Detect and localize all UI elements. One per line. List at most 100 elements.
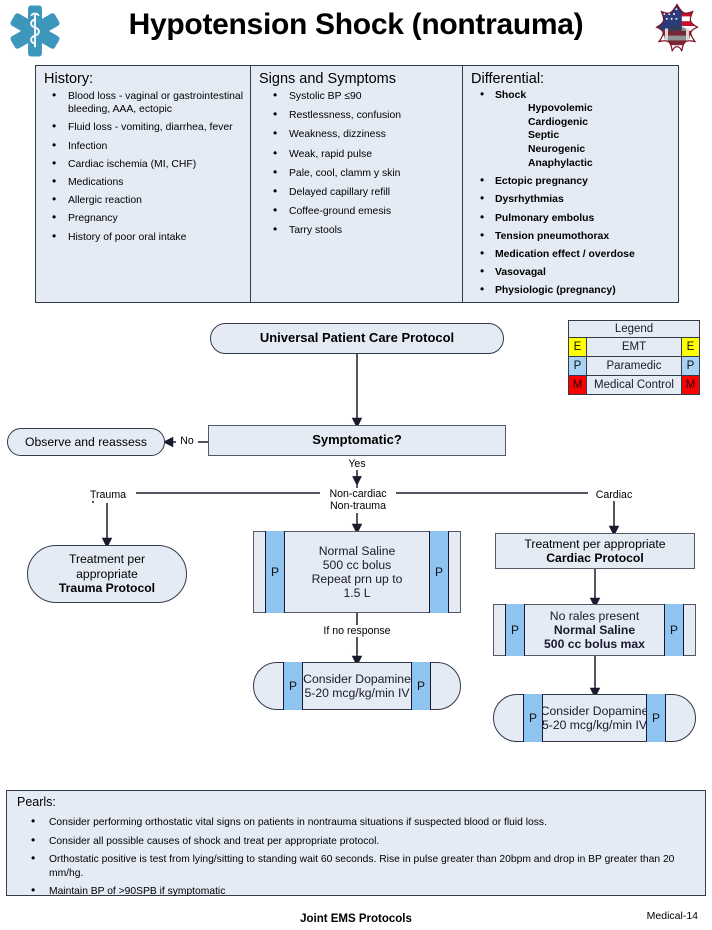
node-observe-and-reassess[interactable]: Observe and reassess — [7, 428, 165, 456]
list-item: Consider performing orthostatic vital si… — [15, 815, 697, 830]
list-item: Pale, cool, clamm y skin — [257, 166, 456, 180]
legend-box: Legend E EMT E P Paramedic P M Medical C… — [568, 320, 700, 395]
list-item: Coffee-ground emesis — [257, 204, 456, 218]
footer-title: Joint EMS Protocols — [300, 913, 412, 925]
list-item: Weak, rapid pulse — [257, 147, 456, 161]
legend-title: Legend — [569, 321, 699, 338]
page-header: Hypotension Shock (nontrauma) — [0, 0, 712, 62]
history-box: History: Blood loss - vaginal or gastroi… — [36, 66, 251, 302]
history-list: Blood loss - vaginal or gastrointestinal… — [42, 89, 244, 244]
clinical-info-panel: History: Blood loss - vaginal or gastroi… — [35, 65, 679, 303]
node-universal-patient-care-protocol[interactable]: Universal Patient Care Protocol — [210, 323, 504, 354]
node-label-line4: 1.5 L — [343, 586, 371, 600]
node-consider-dopamine-right[interactable]: Consider Dopamine 5-20 mcg/kg/min IV P P — [493, 694, 696, 742]
node-trauma-protocol[interactable]: Treatment per appropriate Trauma Protoco… — [27, 545, 187, 603]
paramedic-badge-right: P — [664, 604, 684, 656]
list-item: Orthostatic positive is test from lying/… — [15, 852, 697, 880]
history-heading: History: — [44, 71, 94, 87]
edge-label-if-no-response: If no response — [308, 625, 406, 638]
list-item: Cardiac ischemia (MI, CHF) — [42, 157, 244, 171]
list-item: Anaphylactic — [528, 157, 593, 169]
list-item: Tension pneumothorax — [469, 229, 672, 243]
list-item: Systolic BP ≤90 — [257, 89, 456, 103]
list-item: Neurogenic — [528, 143, 586, 155]
paramedic-badge-right: P — [646, 694, 666, 742]
legend-label-emt: EMT — [586, 338, 682, 356]
node-body: Normal Saline 500 cc bolus Repeat prn up… — [253, 531, 461, 613]
pearls-heading: Pearls: — [17, 795, 56, 809]
list-item: Tarry stools — [257, 223, 456, 237]
list-item: Physiologic (pregnancy) — [469, 283, 672, 297]
list-item: Blood loss - vaginal or gastrointestinal… — [42, 89, 244, 116]
list-item: Pulmonary embolus — [469, 211, 672, 225]
edge-label-line2: Non-trauma — [330, 500, 386, 513]
node-label-line2: appropriate — [76, 566, 138, 581]
node-label: Normal Saline 500 cc bolus Repeat prn up… — [312, 544, 403, 600]
star-of-life-icon — [10, 5, 60, 57]
legend-chip-emt-right: E — [682, 338, 699, 356]
pearls-box: Pearls: Consider performing orthostatic … — [6, 790, 706, 899]
node-label-line2: Cardiac Protocol — [546, 551, 644, 565]
differential-box: Differential: Shock Hypovolemic Cardioge… — [463, 66, 678, 302]
legend-chip-medical-control: M — [569, 376, 586, 394]
legend-chip-paramedic-right: P — [682, 357, 699, 375]
signs-symptoms-heading: Signs and Symptoms — [259, 71, 397, 87]
legend-label-paramedic: Paramedic — [586, 357, 682, 375]
shock-label: Shock — [495, 90, 527, 101]
node-label: Treatment per appropriate Trauma Protoco… — [28, 552, 186, 596]
node-label: No rales present Normal Saline 500 cc bo… — [544, 609, 645, 651]
list-item: Hypovolemic — [528, 103, 593, 115]
node-label: Consider Dopamine 5-20 mcg/kg/min IV — [541, 704, 649, 732]
list-item: Allergic reaction — [42, 193, 244, 207]
list-item: Maintain BP of >90SPB if symptomatic — [15, 884, 697, 899]
node-label-line2: 500 cc bolus — [322, 558, 392, 572]
node-label-line1: No rales present — [549, 609, 640, 623]
paramedic-badge-left: P — [505, 604, 525, 656]
node-label: Symptomatic? — [312, 432, 402, 448]
protocol-flowchart: Universal Patient Care Protocol Symptoma… — [0, 303, 712, 783]
legend-label-medical-control: Medical Control — [586, 376, 682, 394]
paramedic-badge-left: P — [265, 531, 285, 613]
node-label-line3: Trauma Protocol — [58, 581, 156, 596]
list-item: Delayed capillary refill — [257, 185, 456, 199]
node-symptomatic-decision[interactable]: Symptomatic? — [208, 425, 506, 456]
list-item: Ectopic pregnancy — [469, 174, 672, 188]
paramedic-badge-right: P — [429, 531, 449, 613]
list-item: Consider all possible causes of shock an… — [15, 834, 697, 849]
node-label-line1: Normal Saline — [318, 544, 396, 558]
list-item: Cardiogenic — [528, 116, 589, 128]
edge-label-non-cardiac-non-trauma: Non-cardiac Non-trauma — [320, 488, 396, 513]
edge-label-line1: Non-cardiac — [329, 488, 387, 500]
node-label: Treatment per appropriate Cardiac Protoc… — [496, 537, 694, 566]
legend-row-medical-control: M Medical Control M — [569, 376, 699, 394]
node-label: Observe and reassess — [25, 434, 147, 449]
node-label-line1: Treatment per — [68, 552, 146, 567]
list-item: History of poor oral intake — [42, 230, 244, 244]
legend-chip-paramedic: P — [569, 357, 586, 375]
edge-label-trauma: Trauma — [80, 489, 136, 502]
list-item: Septic — [528, 130, 560, 142]
node-normal-saline-bolus[interactable]: Normal Saline 500 cc bolus Repeat prn up… — [253, 531, 461, 613]
node-label: Consider Dopamine 5-20 mcg/kg/min IV — [303, 672, 411, 700]
node-no-rales-normal-saline[interactable]: No rales present Normal Saline 500 cc bo… — [493, 604, 696, 656]
node-cardiac-protocol[interactable]: Treatment per appropriate Cardiac Protoc… — [495, 533, 695, 569]
list-item: Medications — [42, 175, 244, 189]
list-item: Pregnancy — [42, 211, 244, 225]
node-label-line2: Normal Saline — [553, 623, 636, 637]
pearls-list: Consider performing orthostatic vital si… — [15, 815, 697, 899]
page-title: Hypotension Shock (nontrauma) — [128, 8, 584, 41]
node-label-line2: 5-20 mcg/kg/min IV — [304, 686, 410, 700]
node-label-line3: 500 cc bolus max — [544, 637, 645, 651]
node-label-line1: Consider Dopamine — [303, 672, 411, 686]
footer-page-number: Medical-14 — [646, 910, 698, 922]
edge-label-cardiac: Cardiac — [588, 489, 640, 502]
node-label-line2: 5-20 mcg/kg/min IV — [542, 718, 647, 732]
list-item-shock: Shock Hypovolemic Cardiogenic Septic Neu… — [469, 88, 672, 170]
list-item: Infection — [42, 139, 244, 153]
node-label-line1: Consider Dopamine — [540, 704, 649, 718]
node-body: No rales present Normal Saline 500 cc bo… — [493, 604, 696, 656]
fire-department-maltese-cross-badge-icon — [655, 3, 699, 54]
node-label-line1: Treatment per appropriate — [524, 536, 666, 551]
node-consider-dopamine-center[interactable]: Consider Dopamine 5-20 mcg/kg/min IV P P — [253, 662, 461, 710]
signs-symptoms-box: Signs and Symptoms Systolic BP ≤90 Restl… — [251, 66, 463, 302]
